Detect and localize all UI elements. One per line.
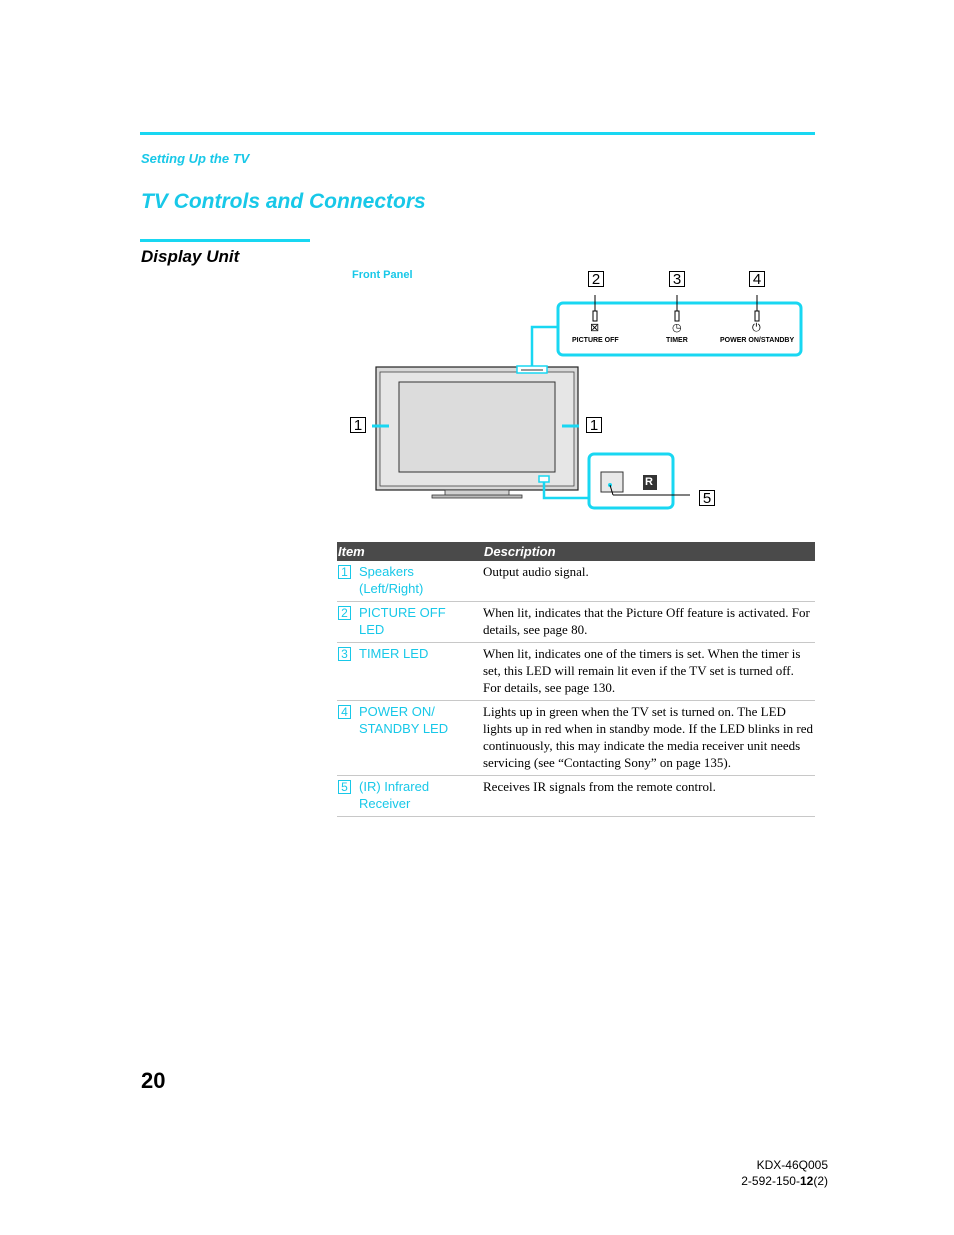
item-description: Output audio signal.: [483, 561, 815, 602]
item-number: 5: [338, 780, 351, 794]
item-name: PICTURE OFF LED: [359, 605, 446, 637]
item-description: When lit, indicates that the Picture Off…: [483, 601, 815, 643]
power-icon: ⏻: [752, 322, 761, 334]
item-name: (IR) Infrared Receiver: [359, 779, 430, 811]
item-description: Lights up in green when the TV set is tu…: [483, 700, 815, 776]
page-title: TV Controls and Connectors: [141, 190, 426, 213]
item-description: Receives IR signals from the remote cont…: [483, 775, 815, 817]
timer-label: TIMER: [666, 337, 688, 344]
tv-illustration: [372, 295, 803, 510]
picture-off-icon: ⊠: [590, 322, 600, 334]
timer-icon: ◷: [672, 322, 682, 334]
table-row: 5 (IR) Infrared Receiver Receives IR sign…: [337, 775, 815, 817]
tv-screen: [398, 381, 556, 473]
page-number: 20: [141, 1068, 166, 1093]
footer-info: KDX-46Q005 2-592-150-12(2): [741, 1157, 828, 1189]
controls-table: Item Description 1 Speakers (Left/Right) …: [337, 542, 815, 817]
item-number: 3: [338, 647, 351, 661]
power-standby-label: POWER ON/STANDBY: [720, 337, 795, 344]
callout-picture-off: 2: [588, 271, 604, 287]
ir-mark: R: [645, 476, 653, 488]
header-item: Item: [337, 542, 483, 561]
model-number: KDX-46Q005: [756, 1158, 828, 1172]
item-number: 1: [338, 565, 351, 579]
table-row: 2 PICTURE OFF LED When lit, indicates tha…: [337, 601, 815, 643]
header-description: Description: [483, 542, 815, 561]
led-panel: [556, 301, 803, 357]
table-row: 1 Speakers (Left/Right) Output audio sign…: [337, 561, 815, 602]
callout-speaker-left: 1: [350, 417, 366, 433]
item-name: TIMER LED: [359, 646, 429, 661]
ir-connector-line: [542, 482, 590, 500]
ir-sensor-box: [643, 475, 657, 490]
top-rule: [140, 132, 815, 135]
callout-power: 4: [749, 271, 765, 287]
tv-diagram: 1 1 2 3 4 5 ⊠ ◷ ⏻ PICTURE OFF TIMER POWE…: [330, 262, 810, 517]
item-description: When lit, indicates one of the timers is…: [483, 642, 815, 701]
section-label: Setting Up the TV: [141, 151, 250, 166]
picture-off-label: PICTURE OFF: [572, 337, 619, 344]
item-name: Speakers (Left/Right): [359, 564, 424, 596]
document-code: 2-592-150-12(2): [741, 1174, 828, 1188]
item-number: 2: [338, 606, 351, 620]
tv-stand-base: [431, 494, 523, 499]
subheading: Display Unit: [141, 247, 240, 266]
table-header-row: Item Description: [337, 542, 815, 561]
subheading-rule: [140, 239, 310, 242]
callout-speaker-right: 1: [586, 417, 602, 433]
ir-marker: [538, 475, 550, 483]
item-name: POWER ON/ STANDBY LED: [359, 704, 449, 736]
table-row: 3 TIMER LED When lit, indicates one of th…: [337, 642, 815, 701]
led-connector-line: [530, 325, 562, 366]
front-panel-label: Front Panel: [352, 269, 413, 281]
table-row: 4 POWER ON/ STANDBY LED Lights up in gree…: [337, 700, 815, 776]
item-number: 4: [338, 705, 351, 719]
callout-timer: 3: [669, 271, 685, 287]
callout-ir: 5: [699, 490, 715, 506]
